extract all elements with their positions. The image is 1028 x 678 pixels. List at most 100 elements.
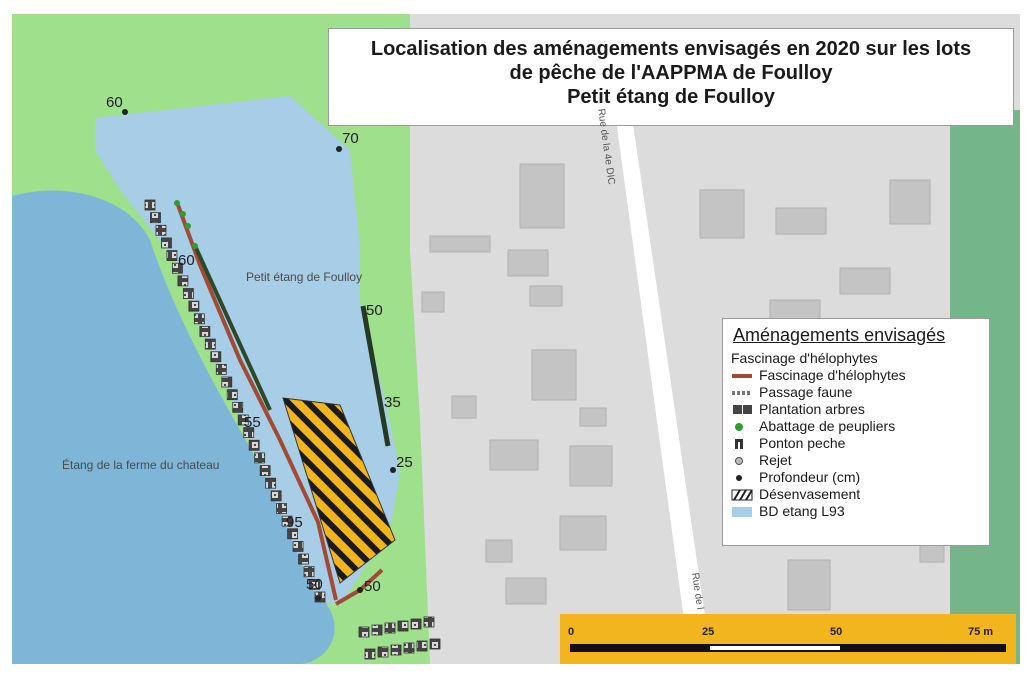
hatch-square-icon	[731, 488, 753, 501]
plantation-arbres[interactable]	[144, 199, 441, 660]
plantation-arbre-square[interactable]	[161, 237, 172, 249]
legend-item: Abattage de peupliers	[731, 417, 989, 434]
legend-item-label: Ponton peche	[759, 434, 846, 451]
desenvasement-area[interactable]	[282, 397, 396, 584]
plantation-arbre-square[interactable]	[215, 363, 227, 375]
plantation-arbre-square[interactable]	[177, 275, 189, 287]
plantation-arbre-square[interactable]	[416, 640, 428, 652]
depth-label: 55	[244, 414, 261, 431]
plantation-arbre-square[interactable]	[410, 618, 422, 630]
plantation-arbre-square[interactable]	[172, 262, 183, 274]
legend-item-label: Désenvasement	[759, 485, 861, 502]
plantation-arbre-square[interactable]	[265, 477, 277, 489]
plantation-arbre-square[interactable]	[182, 288, 194, 299]
plantation-arbre-square[interactable]	[204, 338, 216, 350]
plantation-arbre-square[interactable]	[429, 638, 441, 650]
scale-tick: 0	[568, 626, 575, 638]
place-etang-ferme: Étang de la ferme du chateau	[62, 458, 220, 472]
plantation-arbre-square[interactable]	[390, 644, 402, 656]
depth-points[interactable]	[122, 109, 396, 601]
plantation-arbre-square[interactable]	[232, 401, 244, 413]
plantation-arbre-square[interactable]	[371, 624, 383, 636]
legend-item: Profondeur (cm)	[731, 468, 989, 485]
legend-item-label: Passage faune	[759, 383, 853, 400]
plantation-arbre-square[interactable]	[248, 439, 260, 451]
plantation-arbre-square[interactable]	[259, 465, 271, 476]
plantation-arbre-square[interactable]	[188, 300, 200, 312]
ponton-icon	[731, 437, 753, 449]
depth-label: 50	[364, 578, 381, 595]
plantation-arbre-square[interactable]	[155, 224, 167, 236]
depth-label: 60	[106, 94, 123, 111]
plantation-arbre-square[interactable]	[254, 452, 266, 464]
fascinage-line-icon	[731, 369, 753, 381]
legend-item-label: Plantation arbres	[759, 400, 865, 417]
depth-label: 50	[366, 302, 383, 319]
legend-item-label: BD etang L93	[759, 502, 845, 519]
legend-subtitle: Fascinage d'hélophytes	[731, 350, 878, 366]
fascinage-line-left[interactable]	[176, 204, 338, 601]
road-rue-4e-dic	[612, 90, 712, 664]
scale-tick: 75 m	[968, 626, 994, 638]
plantation-arbre-square[interactable]	[384, 622, 396, 634]
dark-line-left[interactable]	[194, 247, 272, 411]
dark-line-right[interactable]	[360, 305, 391, 447]
plantation-arbre-square[interactable]	[150, 212, 161, 224]
depth-label: 35	[384, 394, 401, 411]
plantation-arbre-square[interactable]	[309, 578, 320, 590]
plantation-square-icon	[731, 403, 753, 415]
place-petit-etang: Petit étang de Foulloy	[246, 270, 363, 284]
depth-label: 95	[286, 514, 303, 531]
plantation-arbre-square[interactable]	[237, 414, 249, 426]
title-line-2: de pêche de l'AAPPMA de Foulloy	[509, 62, 833, 84]
plantation-arbre-square[interactable]	[358, 626, 370, 638]
legend-item: Passage faune	[731, 383, 989, 400]
legend-item-label: Abattage de peupliers	[759, 417, 896, 434]
legend-item: BD etang L93	[731, 502, 989, 519]
plantation-arbre-square[interactable]	[226, 389, 238, 401]
abattage-dots[interactable]	[174, 200, 198, 249]
legend-title: Aménagements envisagés	[733, 325, 946, 345]
blue-square-icon	[731, 505, 753, 517]
scale-bar: 0 25 50 75 m	[560, 614, 1016, 664]
legend-item: Fascinage d'hélophytes	[731, 366, 989, 383]
scale-bar-graphic	[570, 644, 1006, 652]
title-line-3: Petit étang de Foulloy	[567, 86, 775, 108]
plantation-arbre-square[interactable]	[397, 620, 409, 632]
plantation-arbre-square[interactable]	[298, 553, 309, 565]
legend-item: Rejet	[731, 451, 989, 468]
plantation-arbre-square[interactable]	[377, 646, 389, 658]
title-line-1: Localisation des aménagements envisagés …	[370, 38, 972, 60]
plantation-arbre-square[interactable]	[292, 541, 304, 552]
scale-tick: 25	[702, 626, 715, 638]
plantation-arbre-square[interactable]	[423, 616, 435, 628]
plantation-arbre-square[interactable]	[243, 427, 255, 439]
plantation-arbre-square[interactable]	[281, 515, 293, 527]
plantation-arbre-square[interactable]	[364, 648, 376, 660]
legend-item-label: Fascinage d'hélophytes	[759, 366, 906, 383]
depth-label: 70	[342, 130, 359, 147]
plantation-arbre-square[interactable]	[144, 199, 156, 211]
green-dot-icon	[731, 420, 753, 432]
plantation-arbre-square[interactable]	[276, 503, 288, 514]
depth-label: 25	[396, 454, 413, 471]
legend-item-label: Rejet	[759, 451, 792, 468]
depth-label: 50	[306, 576, 323, 593]
plantation-arbre-square[interactable]	[403, 642, 415, 654]
legend-item: Ponton peche	[731, 434, 989, 451]
map-title: Localisation des aménagements envisagés …	[328, 28, 1014, 126]
depth-label: 60	[178, 252, 195, 269]
plantation-arbre-square[interactable]	[221, 376, 233, 388]
plantation-arbre-square[interactable]	[166, 250, 178, 261]
passage-faune-line-icon	[731, 386, 753, 398]
black-dot-icon	[731, 471, 753, 483]
rejet-dot-icon	[731, 454, 753, 466]
etang-ferme-water	[12, 190, 335, 664]
plantation-arbre-square[interactable]	[193, 313, 205, 325]
plantation-arbre-square[interactable]	[303, 566, 315, 578]
plantation-arbre-square[interactable]	[270, 490, 282, 502]
plantation-arbre-square[interactable]	[287, 528, 298, 540]
plantation-arbre-square[interactable]	[199, 326, 211, 337]
plantation-arbre-square[interactable]	[210, 351, 222, 363]
legend-panel: Aménagements envisagés Fascinage d'hélop…	[722, 318, 990, 546]
